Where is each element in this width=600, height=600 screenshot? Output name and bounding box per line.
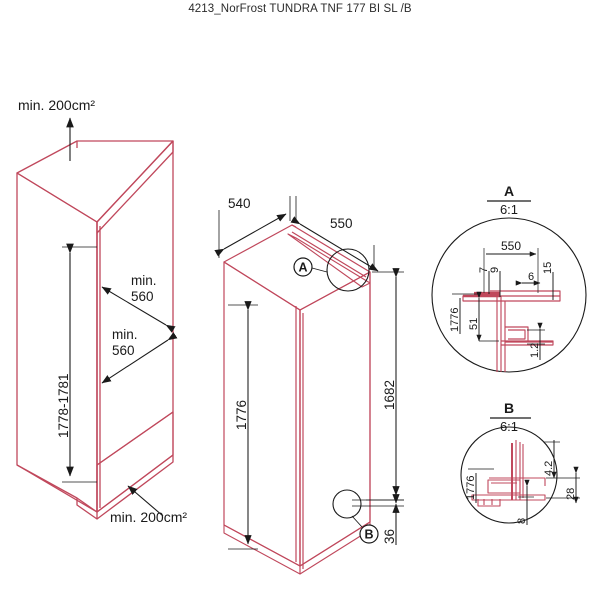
appliance-door-height-dimension: 1682 [366, 268, 404, 501]
detail-a-7: 7 [478, 267, 490, 273]
detail-marker-a-callout: A [293, 248, 370, 292]
detail-a-1776: 1776 [449, 308, 461, 332]
niche-height-dimension: 1778-1781 [56, 243, 97, 483]
detail-b: B 6:1 [460, 400, 580, 525]
detail-a-6-dimension: 6 [515, 271, 541, 286]
detail-b-28-dimension: 28 [546, 466, 580, 504]
appliance-depth-dimension: 550 [290, 196, 379, 272]
detail-a-15: 15 [542, 262, 554, 274]
detail-b-header: B [504, 400, 514, 416]
detail-a-9: 9 [489, 267, 501, 273]
detail-a-7-dimension: 7 [478, 267, 490, 294]
niche-top-vent-dimension: min. 200cm² [18, 97, 95, 161]
niche-bottom-vent-dimension: min. 200cm² [110, 485, 187, 525]
installation-niche-isometric [16, 140, 174, 520]
niche-depth-lower-min: min. [112, 327, 138, 342]
appliance-body-height-label: 1776 [234, 400, 249, 430]
detail-a-15-dimension: 15 [542, 262, 554, 300]
detail-a-height-dimension: 1776 [449, 293, 478, 334]
detail-a-51: 51 [468, 318, 480, 330]
detail-a-depth-dimension: 550 [483, 239, 539, 293]
appliance-plinth-label: 36 [382, 529, 397, 544]
appliance-width-dimension: 540 [214, 196, 291, 258]
detail-a-header: A [504, 183, 514, 199]
detail-a-1-2: 1.2 [529, 343, 541, 358]
detail-a-51-dimension: 51 [468, 291, 499, 342]
niche-depth-upper-min: min. [131, 273, 157, 288]
page-title: 4213_NorFrost TUNDRA TNF 177 BI SL /B [188, 3, 412, 15]
niche-depth-dimension-lower: min. 560 [101, 327, 178, 384]
detail-b-8: 8 [516, 518, 528, 524]
detail-a-9-dimension: 9 [489, 267, 501, 297]
detail-marker-a-label: A [298, 261, 307, 275]
detail-a-550: 550 [501, 239, 521, 253]
detail-a-12-dimension: 1.2 [527, 322, 545, 360]
appliance-isometric [223, 224, 371, 575]
detail-marker-b-label: B [364, 528, 373, 542]
niche-depth-lower-value: 560 [112, 343, 135, 358]
detail-b-28: 28 [565, 488, 577, 500]
niche-height-label: 1778-1781 [56, 373, 71, 438]
detail-marker-b-callout: B [332, 489, 379, 544]
detail-b-8-dimension: 8 [516, 479, 534, 525]
niche-depth-upper-value: 560 [131, 289, 154, 304]
detail-a: A 6:1 [431, 183, 587, 373]
appliance-door-height-label: 1682 [382, 380, 397, 410]
detail-b-4-2: 4.2 [543, 461, 555, 476]
niche-depth-dimension-upper: min. 560 [101, 273, 176, 333]
detail-b-1776: 1776 [465, 476, 477, 500]
niche-top-vent-label: min. 200cm² [18, 97, 95, 113]
niche-bottom-vent-label: min. 200cm² [110, 509, 187, 525]
detail-a-scale: 6:1 [500, 202, 518, 217]
detail-a-6: 6 [528, 271, 534, 283]
appliance-depth-label: 550 [330, 216, 353, 231]
detail-b-42-dimension: 4.2 [543, 440, 560, 479]
appliance-body-height-dimension: 1776 [228, 301, 258, 550]
detail-b-height-dimension: 1776 [465, 468, 494, 503]
appliance-width-label: 540 [228, 196, 251, 211]
